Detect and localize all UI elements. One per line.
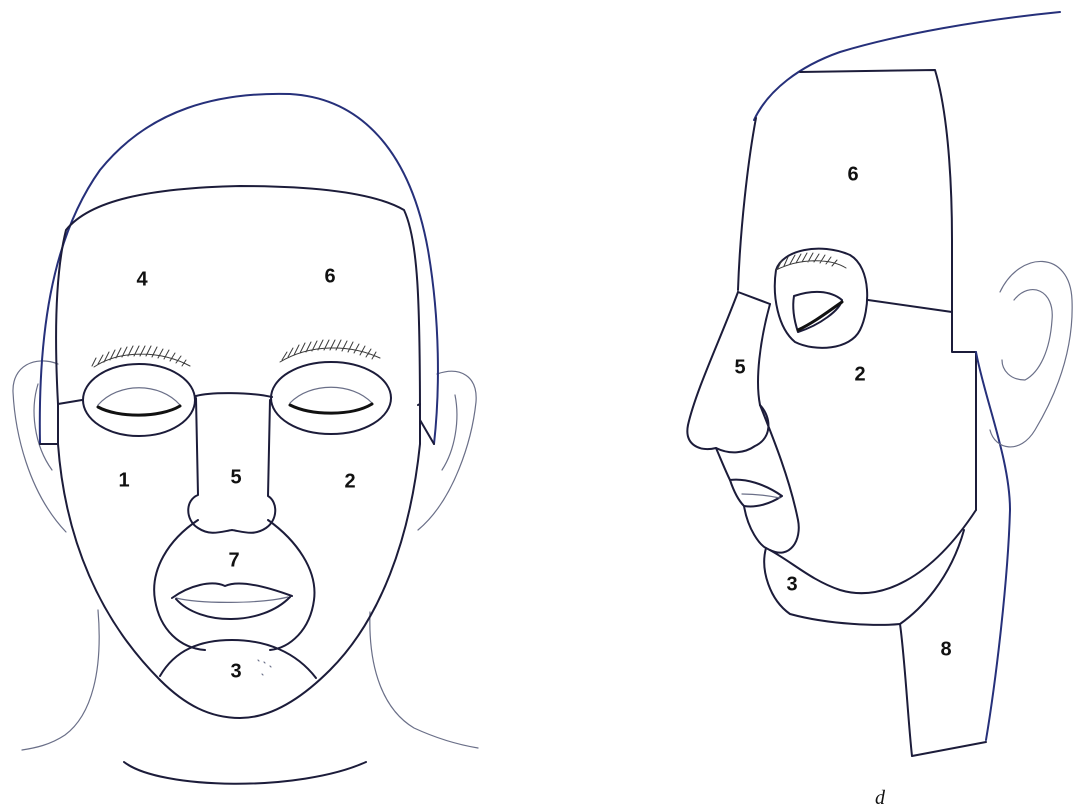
front-mouth-region [154, 520, 314, 650]
front-label-5: 5 [230, 466, 241, 488]
front-head-outline [40, 94, 438, 444]
side-label-3: 3 [786, 573, 797, 595]
front-ear-left-inner [34, 384, 52, 470]
side-label-2: 2 [854, 363, 865, 385]
front-eye-right-upper [290, 387, 372, 403]
side-nose-bridge [758, 304, 770, 405]
front-neck-right [370, 612, 478, 748]
front-ear-right-inner [442, 395, 457, 470]
side-head-back [754, 12, 1060, 120]
front-eye-line [58, 393, 420, 405]
side-neck-bottom [912, 742, 986, 756]
side-neck-front [900, 624, 912, 756]
side-neck-back [976, 352, 1010, 740]
front-lips-upper [172, 583, 292, 598]
side-view: 6 5 2 3 8 [687, 12, 1072, 756]
front-chin-dots [258, 660, 271, 675]
side-nose [687, 292, 768, 452]
front-neck-left [22, 610, 99, 750]
front-label-3: 3 [230, 660, 241, 682]
side-ear-inner [1002, 290, 1052, 380]
side-forehead-top [800, 70, 976, 510]
side-forehead-profile [738, 118, 756, 290]
side-lips-line [742, 494, 780, 498]
front-label-6: 6 [324, 265, 335, 287]
front-neck-band [124, 762, 366, 784]
side-label-5: 5 [734, 356, 745, 378]
front-brow-right [280, 340, 380, 362]
side-label-8: 8 [940, 638, 951, 660]
front-label-2: 2 [344, 470, 355, 492]
side-label-6: 6 [847, 163, 858, 185]
side-lips [730, 480, 782, 507]
side-eye-lid [798, 302, 842, 330]
front-ear-right [418, 371, 476, 530]
front-label-1: 1 [118, 469, 129, 491]
side-chin-lower [900, 530, 964, 624]
front-eye-left-orbit [83, 364, 195, 436]
front-forehead-boundary [56, 186, 434, 444]
side-eye-line [738, 292, 952, 312]
front-label-7: 7 [228, 549, 239, 571]
front-view: 4 6 1 5 2 7 3 [13, 94, 478, 784]
front-lips-mid [176, 597, 288, 602]
front-eye-left-upper [98, 388, 180, 405]
side-eye-orbit [775, 249, 867, 348]
front-eye-right-orbit [271, 362, 391, 434]
side-brow [776, 253, 846, 270]
corner-mark: d [875, 787, 886, 809]
side-chin-profile [744, 506, 900, 625]
side-eye-inner [793, 292, 842, 332]
front-label-4: 4 [136, 268, 148, 290]
front-eye-left-lid [98, 406, 180, 415]
side-cheek-front [760, 405, 799, 553]
front-eye-right-lid [290, 404, 372, 413]
